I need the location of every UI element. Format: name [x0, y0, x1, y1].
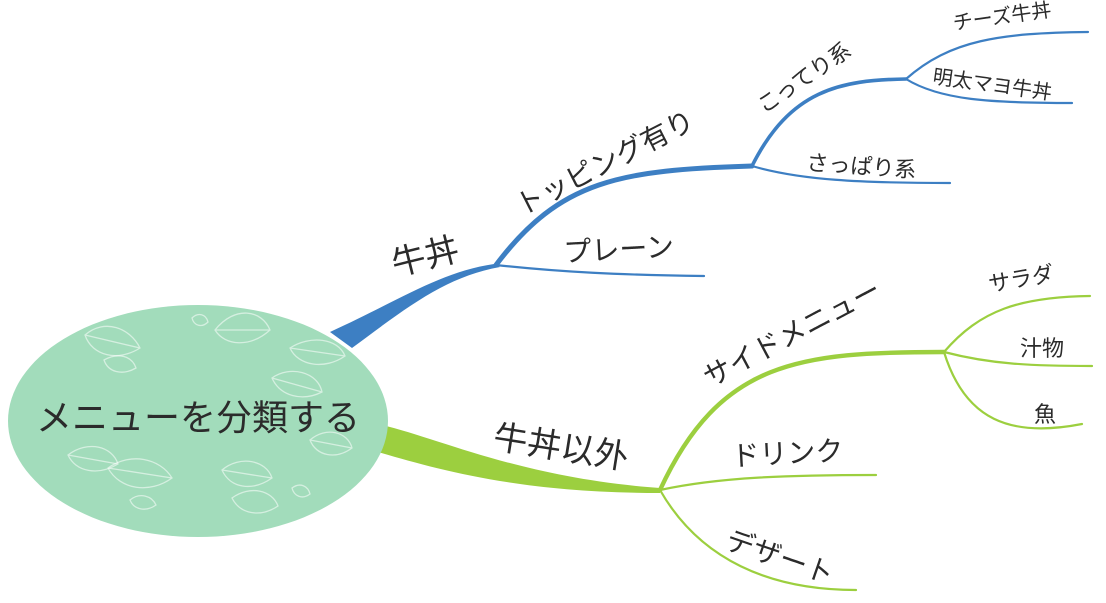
branch-side: [657, 349, 947, 493]
topic-mentai-gyudon-label[interactable]: 明太マヨ牛丼: [931, 64, 1053, 104]
branch-cheese: [904, 30, 1090, 81]
topic-drink-label[interactable]: ドリンク: [731, 434, 845, 473]
leaf-pattern-icon: [67, 295, 353, 514]
branch-kotteri: [750, 77, 908, 168]
branch-mentai: [904, 77, 1074, 105]
topic-soup-label[interactable]: 汁物: [1020, 337, 1064, 362]
central-topic-label: メニューを分類する: [36, 398, 360, 439]
branch-soup: [942, 350, 1094, 368]
topic-salad-label[interactable]: サラダ: [987, 262, 1056, 298]
topic-side-menu-label[interactable]: サイドメニュー: [698, 273, 887, 394]
branch-fish: [942, 350, 1084, 430]
central-topic-shape: [8, 305, 388, 537]
topic-kotteri-label[interactable]: こってり系: [753, 38, 856, 119]
branch-topping: [493, 163, 755, 268]
branch-salad: [942, 294, 1092, 354]
branch-plain: [494, 263, 706, 278]
branch-drink: [658, 473, 878, 492]
branch-other-main: [378, 424, 660, 493]
green-branch-lines: [657, 294, 1094, 592]
branch-sappari: [750, 164, 952, 185]
central-topic[interactable]: メニューを分類する: [8, 295, 388, 537]
topic-topping-label[interactable]: トッピング有り: [510, 104, 700, 222]
topic-cheese-gyudon-label[interactable]: チーズ牛丼: [951, 0, 1052, 35]
blue-branch-lines: [493, 30, 1090, 278]
branch-gyudon-main: [330, 264, 500, 348]
topic-plain-label[interactable]: プレーン: [563, 230, 675, 269]
topic-fish-label[interactable]: 魚: [1034, 403, 1056, 428]
branch-dessert: [658, 488, 858, 592]
